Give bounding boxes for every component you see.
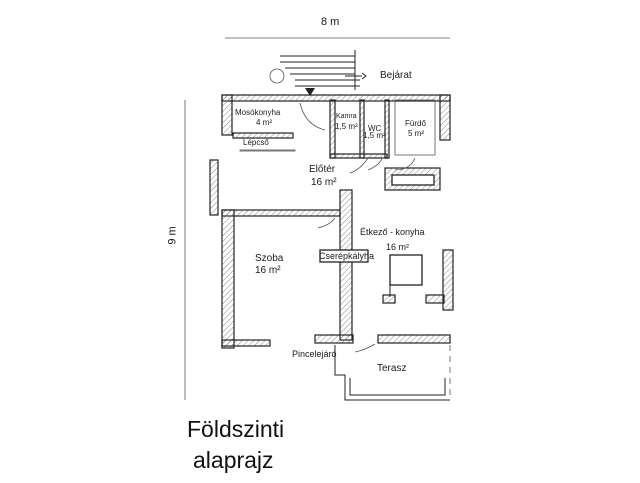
walls	[209, 94, 454, 349]
label-laundry: Mosókonyha	[235, 108, 281, 117]
label-hall: Előtér	[309, 164, 336, 175]
label-laundry-area: 4 m²	[256, 118, 272, 127]
terrace-outline	[334, 345, 451, 401]
label-cellar: Pincelejáró	[292, 349, 337, 359]
label-stairs: Lépcső	[243, 138, 269, 147]
label-pantry-area: 1,5 m²	[335, 122, 358, 131]
door-swings	[299, 102, 416, 353]
width-dimension: 8 m	[321, 16, 340, 28]
label-hall-area: 16 m²	[311, 177, 337, 188]
height-dimension: 9 m	[166, 226, 179, 245]
label-room-area: 16 m²	[255, 265, 281, 276]
label-entrance: Bejárat	[380, 70, 412, 81]
label-pantry: Kamra	[336, 113, 357, 120]
label-kitchen: Étkező - konyha	[360, 227, 425, 237]
label-room: Szoba	[255, 253, 284, 264]
label-kitchen-area: 16 m²	[386, 242, 410, 252]
entrance-stairs	[269, 50, 367, 96]
label-bathroom-area: 5 m²	[408, 129, 424, 138]
dimension-lines	[184, 37, 450, 400]
label-terrace: Terasz	[377, 363, 407, 374]
plan-title-line2: alaprajz	[193, 447, 274, 473]
label-bathroom: Fürdő	[405, 119, 426, 128]
label-wc: WC	[368, 124, 382, 133]
label-stove: Cserépkályha	[319, 251, 375, 261]
label-wc-area: 1,5 m²	[363, 131, 386, 140]
plan-title-line1: Földszinti	[187, 416, 285, 442]
